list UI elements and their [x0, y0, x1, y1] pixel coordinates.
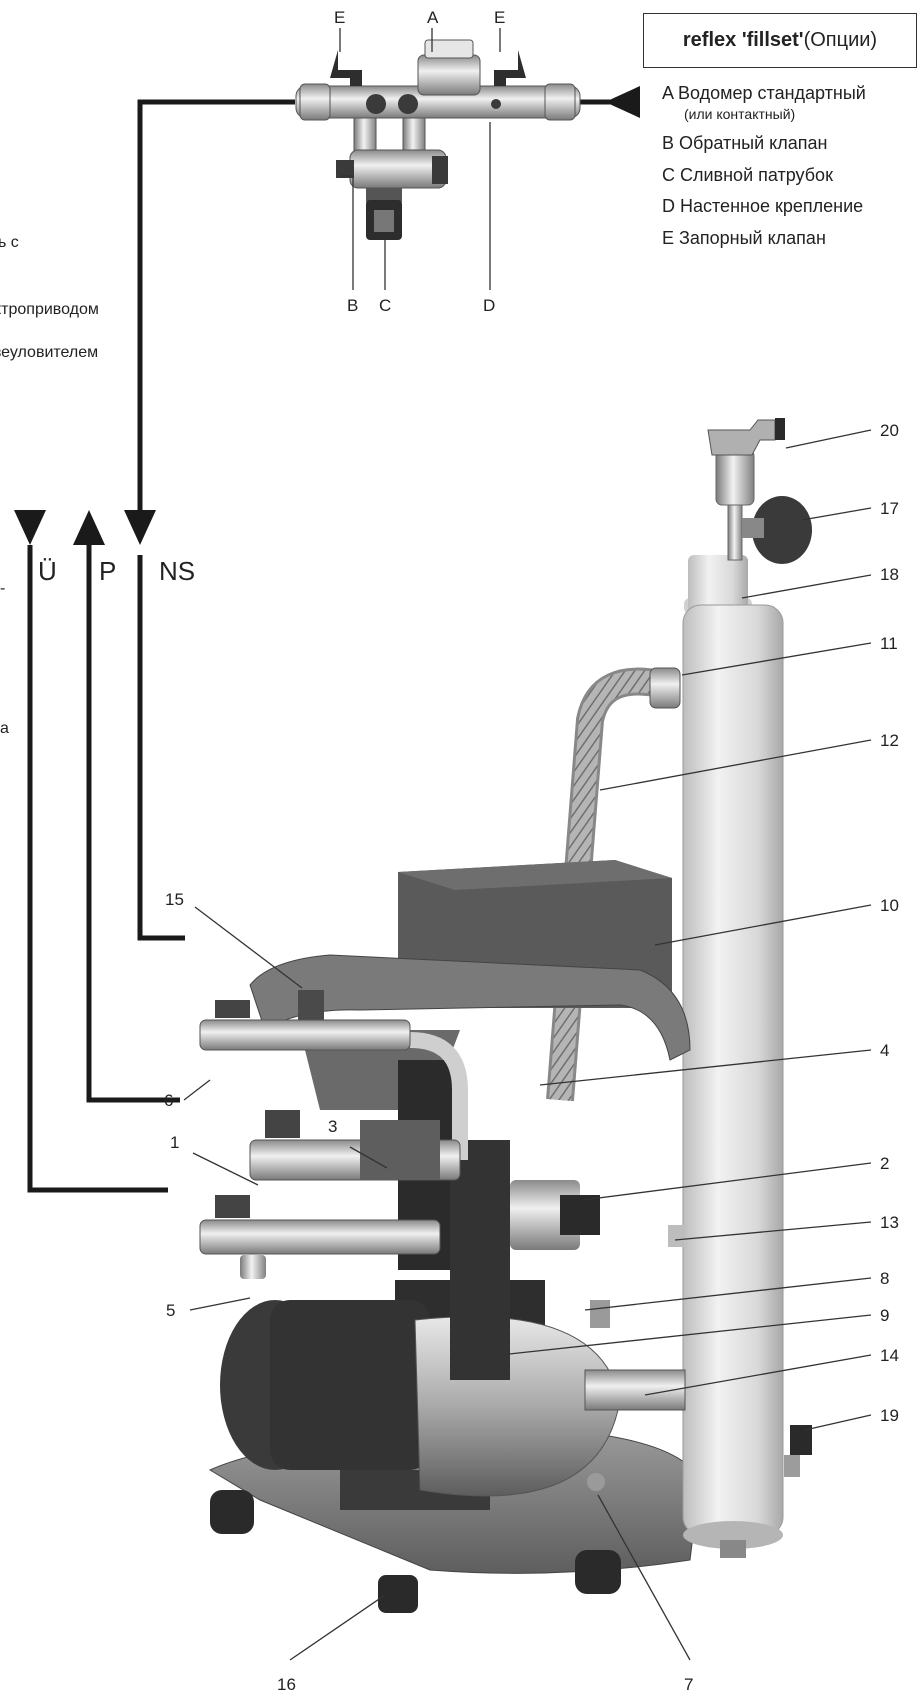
- options-title-box: reflex 'fillset' (Опции): [643, 13, 917, 68]
- option-item-a-sub: (или контактный): [684, 105, 796, 122]
- fillset-letter-d: D: [483, 296, 495, 315]
- callout-9: 9: [880, 1306, 889, 1325]
- callout-10: 10: [880, 896, 899, 915]
- pipe-p: [86, 545, 180, 1103]
- callout-leaders: [183, 429, 872, 1661]
- flow-label-p: P: [99, 556, 116, 586]
- callout-19: 19: [880, 1406, 899, 1425]
- arrow-inlet: [605, 86, 640, 118]
- fillset-letter-e-right: E: [494, 8, 505, 27]
- option-item-a: A Водомер стандартный(или контактный): [662, 82, 917, 123]
- callout-numbers: 20 17 18 11 12 15 10 6 4 3 1 2 13 5 8 9 …: [164, 421, 899, 1694]
- fillset-letter-a: A: [427, 8, 439, 27]
- arrow-u-down: [14, 510, 46, 545]
- cutoff-text-4: -: [0, 580, 6, 597]
- options-title-rest: (Опции): [803, 29, 878, 51]
- cutoff-text-1: ь с: [0, 234, 19, 251]
- pipe-ns-lower: [137, 555, 185, 941]
- callout-2: 2: [880, 1154, 889, 1173]
- callout-5: 5: [166, 1301, 175, 1320]
- callout-8: 8: [880, 1269, 889, 1288]
- flow-label-u: Ü: [38, 556, 57, 586]
- fillset-letter-c: C: [379, 296, 391, 315]
- callout-15: 15: [165, 890, 184, 909]
- arrow-ns-down: [124, 510, 156, 545]
- fillset-letter-e-left: E: [334, 8, 345, 27]
- pipe-ns: [137, 99, 295, 490]
- callout-11: 11: [880, 634, 898, 653]
- fillset-assembly: [295, 39, 581, 240]
- callout-4: 4: [880, 1041, 889, 1060]
- arrow-p-up: [73, 510, 105, 545]
- option-item-e: E Запорный клапан: [662, 227, 826, 248]
- callout-14: 14: [880, 1346, 899, 1365]
- options-title-bold: reflex 'fillset': [682, 29, 804, 51]
- flow-pipes: [14, 86, 640, 1193]
- callout-7: 7: [684, 1675, 693, 1694]
- callout-6: 6: [164, 1091, 173, 1110]
- cutoff-text-2: ктроприводом: [0, 301, 99, 318]
- main-unit: [199, 418, 812, 1613]
- option-item-d: D Настенное крепление: [662, 196, 864, 216]
- callout-17: 17: [880, 499, 899, 518]
- flow-label-ns: NS: [159, 556, 195, 586]
- callout-20: 20: [880, 421, 899, 440]
- cutoff-text-3: зеуловителем: [0, 344, 99, 361]
- callout-12: 12: [880, 731, 899, 750]
- callout-1: 1: [170, 1133, 179, 1152]
- callout-18: 18: [880, 565, 899, 584]
- fillset-letter-b: B: [347, 296, 358, 315]
- options-list: A Водомер стандартный(или контактный) B …: [662, 82, 917, 258]
- leader-b: [340, 175, 354, 290]
- callout-13: 13: [880, 1213, 899, 1232]
- callout-3: 3: [328, 1117, 337, 1136]
- cutoff-text-5: a: [0, 720, 9, 737]
- pipe-u: [27, 545, 168, 1193]
- option-item-b: B Обратный клапан: [662, 133, 828, 153]
- option-item-c: C Сливной патрубок: [662, 164, 833, 185]
- callout-16: 16: [277, 1675, 296, 1694]
